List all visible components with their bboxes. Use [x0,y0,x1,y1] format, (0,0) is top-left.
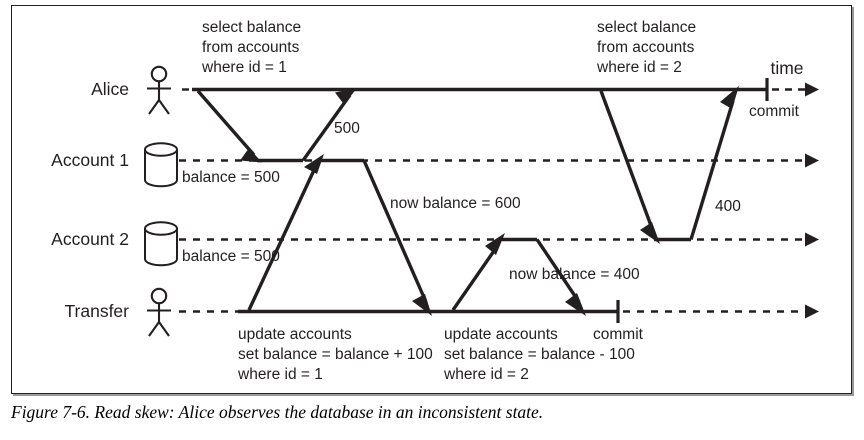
update-2-line-3: where id = 2 [443,366,529,383]
update-1-line-1: update accounts [238,326,352,343]
annotation-select-2: select balance from accounts where id = … [596,19,696,76]
arrow-alice-to-account-2 [599,90,655,232]
arrowhead-into-transfer-1 [412,294,432,316]
actor-stick-figure-icon [147,65,171,115]
message-alice-read-account-1: 500 [196,88,360,163]
lane-label-transfer: Transfer [64,301,129,321]
arrow-account-1-to-transfer [362,159,428,303]
message-alice-read-account-2: 400 [599,86,741,244]
message-transfer-update-account-1: now balance = 600 [247,154,521,316]
annotation-select-1: select balance from accounts where id = … [201,19,301,76]
account-2-initial-balance-label: balance = 500 [182,248,280,265]
figure-border-box: Alice time commit [11,5,852,394]
database-cylinder-icon [144,142,178,188]
lane-transfer: Transfer [64,287,819,337]
select-1-line-1: select balance [202,19,301,36]
transfer-commit-label: commit [593,326,644,343]
annotation-update-1: update accounts set balance = balance + … [237,326,433,383]
select-2-line-2: from accounts [597,39,695,56]
arrow-account-1-to-alice [301,94,352,162]
arrowhead-into-alice-read-2 [720,86,739,109]
select-1-line-3: where id = 1 [201,59,287,76]
figure-caption: Figure 7-6. Read skew: Alice observes th… [11,402,544,422]
arrow-account-2-to-alice [689,100,735,240]
alice-commit-label: commit [749,103,800,120]
lane-account-1: Account 1 balance = 500 [51,142,819,188]
lane-alice: Alice time commit [91,58,819,120]
database-cylinder-icon [144,221,178,267]
update-1-line-3: where id = 1 [237,366,323,383]
arrowhead-into-alice-read-1 [335,88,357,105]
update-2-line-1: update accounts [444,326,558,343]
lane-account-2: Account 2 balance = 500 [51,221,819,267]
actor-stick-figure-icon [147,287,171,337]
transfer-timeline-arrowhead [805,304,819,319]
arrow-alice-to-account-1 [196,89,256,157]
select-1-line-2: from accounts [202,39,300,56]
account-1-timeline-arrowhead [805,153,819,168]
arrowhead-into-account-1 [240,148,262,163]
read-result-2-label: 400 [715,198,741,215]
select-2-line-3: where id = 2 [596,59,682,76]
select-2-line-1: select balance [597,19,696,36]
account-2-timeline-arrowhead [805,232,819,247]
annotation-update-2: update accounts set balance = balance - … [443,326,635,383]
lane-label-account-1: Account 1 [51,150,129,170]
arrow-transfer-to-account-2 [451,247,498,311]
lane-label-account-2: Account 2 [51,229,129,249]
arrowhead-into-transfer-2 [565,293,586,316]
update-1-line-2: set balance = balance + 100 [238,346,433,363]
account-1-initial-balance-label: balance = 500 [182,169,280,186]
read-result-1-label: 500 [334,120,360,137]
arrow-transfer-to-account-1 [247,167,317,311]
message-transfer-update-account-2: now balance = 400 [451,233,640,316]
arrowhead-into-account-2-update [485,233,505,255]
now-balance-account-2-label: now balance = 400 [509,266,640,283]
read-skew-sequence-diagram: Alice time commit [51,19,819,383]
lane-label-alice: Alice [91,79,129,99]
arrow-account-2-to-transfer [535,238,581,303]
now-balance-account-1-label: now balance = 600 [390,195,521,212]
time-axis-label: time [770,58,803,78]
alice-timeline-arrowhead [805,82,819,97]
update-2-line-2: set balance = balance - 100 [444,346,635,363]
